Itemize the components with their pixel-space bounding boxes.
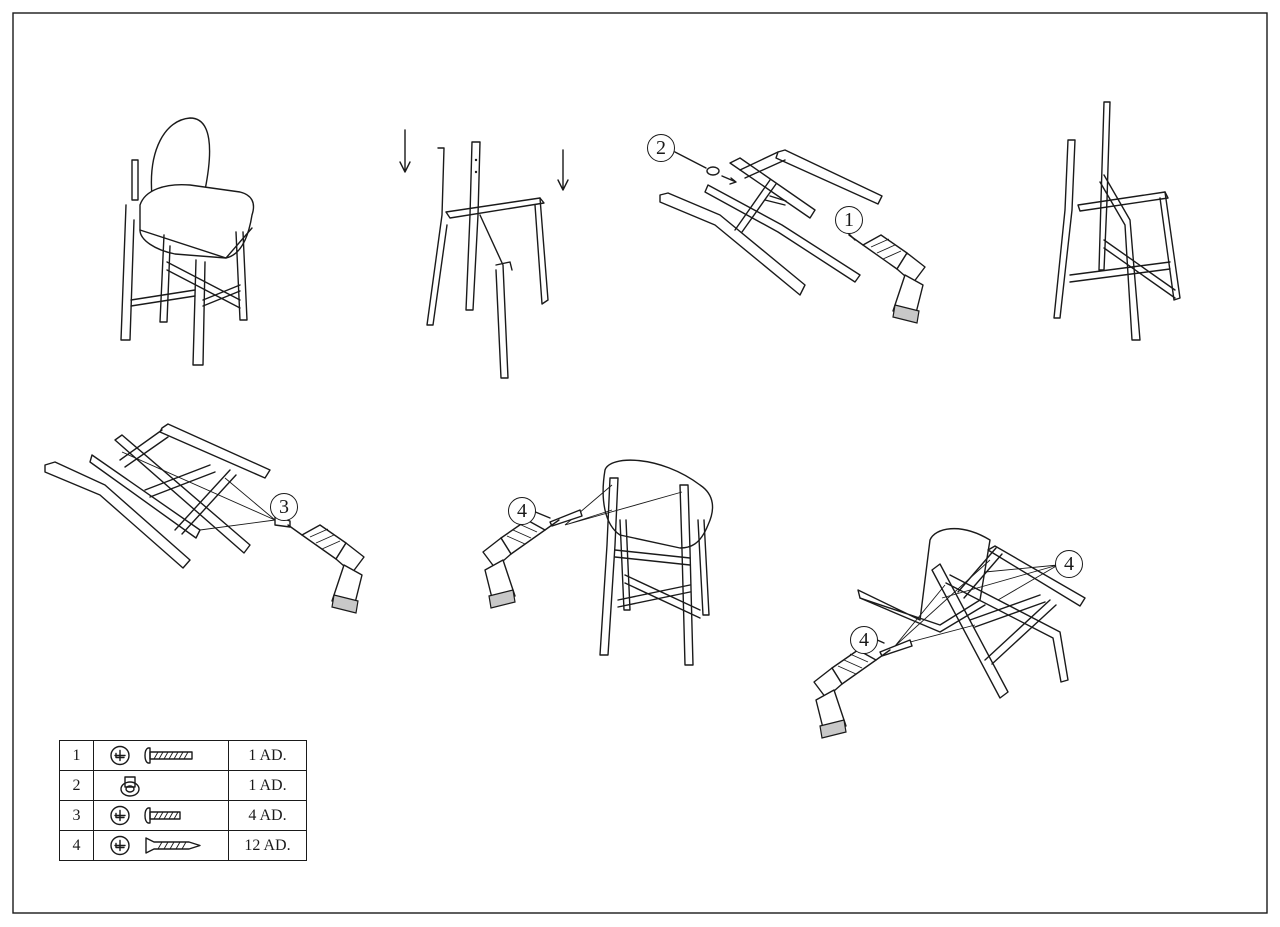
parts-list-table: 1 1 AD. 2 1 AD. 3 — [59, 740, 307, 861]
parts-row: 3 4 AD. — [59, 800, 307, 831]
wood-screw-icon — [93, 830, 229, 861]
step-4-frame-upright — [1053, 101, 1181, 341]
part-number: 2 — [59, 770, 94, 801]
callout-part-4: 4 — [1055, 550, 1083, 578]
parts-row: 2 1 AD. — [59, 770, 307, 801]
barrel-nut-icon — [93, 770, 229, 801]
part-quantity: 1 AD. — [228, 740, 307, 771]
callout-part-2: 2 — [647, 134, 675, 162]
part-number: 1 — [59, 740, 94, 771]
short-screw-icon — [93, 800, 229, 831]
callout-part-4: 4 — [508, 497, 536, 525]
callout-part-3: 3 — [270, 493, 298, 521]
step-1-assembled-stool — [120, 117, 255, 366]
step-6-stool-back — [482, 459, 714, 666]
page-frame — [12, 12, 1268, 914]
callout-part-1: 1 — [835, 206, 863, 234]
parts-row: 4 12 AD. — [59, 830, 307, 861]
part-number: 4 — [59, 830, 94, 861]
step-5-frame-flat — [44, 423, 365, 614]
callout-part-4: 4 — [850, 626, 878, 654]
step-3-frame-side — [659, 149, 926, 324]
step-2-legs-insert — [399, 129, 569, 379]
part-quantity: 4 AD. — [228, 800, 307, 831]
step-7-stool-inverted — [813, 527, 1086, 739]
part-quantity: 12 AD. — [228, 830, 307, 861]
part-quantity: 1 AD. — [228, 770, 307, 801]
machine-screw-icon — [93, 740, 229, 771]
parts-row: 1 1 AD. — [59, 740, 307, 771]
part-number: 3 — [59, 800, 94, 831]
